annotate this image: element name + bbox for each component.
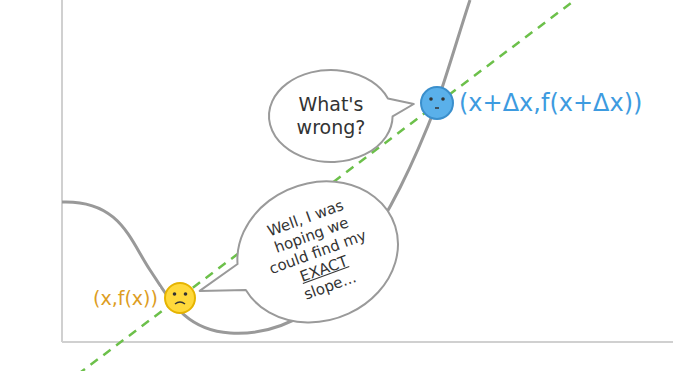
point-ball [421,87,453,119]
bubble-shape [269,70,414,162]
y-axis [61,0,63,342]
bubble-shape [178,159,419,359]
yellow-point [165,283,195,313]
point-label: (x,f(x)) [91,287,160,310]
bubble-text: What's wrong? [291,93,371,139]
point-ball [165,283,195,313]
point-label: (x+Δx,f(x+Δx)) [457,89,644,118]
eye [429,97,433,101]
blue-point [421,87,453,119]
bubble-text-group: What's wrong? [291,93,371,139]
secant-line [65,0,575,371]
eye [441,97,445,101]
x-axis [62,341,673,343]
speech-bubble: What's wrong? [267,68,395,164]
mouth [435,107,439,109]
frown [175,302,185,304]
eye [184,292,188,296]
eye [173,292,177,296]
speech-bubble: Well, I was hoping we could find my EXAC… [215,157,421,347]
